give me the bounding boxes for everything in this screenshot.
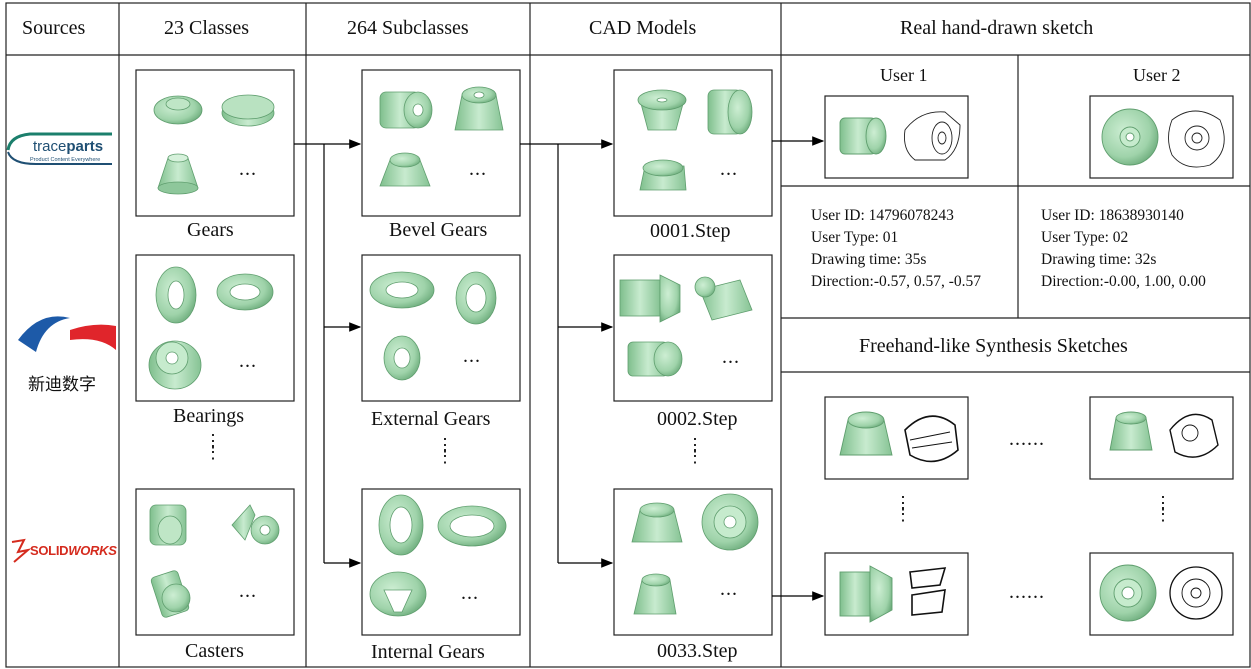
user1-model-and-sketch [839,111,961,161]
casters-models [149,504,280,618]
header-real-sketch: Real hand-drawn sketch [900,17,1094,39]
more-synth-row1: ...... [1009,428,1045,450]
synthesis-sketch-4 [1099,564,1223,622]
user1-direction: Direction:-0.57, 0.57, -0.57 [811,273,982,290]
user2-model-and-sketch [1101,108,1225,168]
header-classes: 23 Classes [164,17,249,39]
more-bearings: ... [239,350,257,372]
class-label-casters: Casters [185,640,244,662]
internal-gears-models [369,494,507,617]
user2-time: Drawing time: 32s [1041,251,1157,268]
bearings-models [148,266,274,390]
user2-id: User ID: 18638930140 [1041,207,1184,224]
user1-type: User Type: 01 [811,229,899,246]
synthesis-sketch-3 [839,565,947,623]
user1-id: User ID: 14796078243 [811,207,954,224]
vertical-more-subclasses: ⋮⋮ [436,435,454,466]
traceparts-wordmark: traceparts [33,138,104,155]
user2-direction: Direction:-0.00, 1.00, 0.00 [1041,273,1206,290]
subclass-label-bevel: Bevel Gears [389,219,488,241]
user2-title: User 2 [1133,65,1181,85]
user1-info: User ID: 14796078243 User Type: 01 Drawi… [811,205,981,293]
traceparts-tagline: Product Content Everywhere [30,157,101,163]
more-cad-0002: ... [722,346,740,368]
header-sources: Sources [22,17,86,39]
more-gears: ... [239,158,257,180]
subclass-label-internal: Internal Gears [371,641,485,663]
traceparts-logo [6,132,112,165]
more-casters: ... [239,580,257,602]
flow-arrows [294,136,825,601]
cad-0002-models [619,274,753,377]
bevel-gears-models [379,86,504,187]
vertical-more-classes: ⋮⋮ [204,431,222,462]
cad-label-0033: 0033.Step [657,640,738,662]
user1-title: User 1 [880,65,928,85]
table-frame [5,2,1251,668]
synthesis-sketch-2 [1109,411,1219,458]
cad-0001-models [637,89,753,191]
vertical-more-synth-left: ⋮⋮ [894,493,912,524]
cad-label-0002: 0002.Step [657,408,738,430]
more-synth-row2: ...... [1009,581,1045,603]
vertical-more-synth-right: ⋮⋮ [1154,493,1172,524]
class-label-gears: Gears [187,219,234,241]
user2-info: User ID: 18638930140 User Type: 02 Drawi… [1041,205,1206,293]
synthesis-title: Freehand-like Synthesis Sketches [859,335,1128,357]
more-external: ... [463,345,481,367]
header-subclasses: 264 Subclasses [347,17,469,39]
solidworks-logo [11,538,32,563]
more-bevel: ... [469,158,487,180]
user1-time: Drawing time: 35s [811,251,927,268]
solidworks-wordmark: SOLIDWORKS [30,543,117,558]
header-cad-models: CAD Models [589,17,697,39]
user2-type: User Type: 02 [1041,229,1129,246]
external-gears-models [369,271,497,381]
synthesis-sketch-1 [839,411,959,463]
xindi-logo [18,316,116,352]
xindi-name: 新迪数字 [28,375,96,395]
cad-label-0001: 0001.Step [650,220,731,242]
gears-models [153,94,275,195]
more-cad-0033: ... [720,578,738,600]
subclass-label-external: External Gears [371,408,491,430]
more-cad-0001: ... [720,158,738,180]
vertical-more-cad: ⋮⋮ [686,435,704,466]
more-internal: ... [461,582,479,604]
class-label-bearings: Bearings [173,405,245,427]
cad-0033-models [631,493,759,615]
